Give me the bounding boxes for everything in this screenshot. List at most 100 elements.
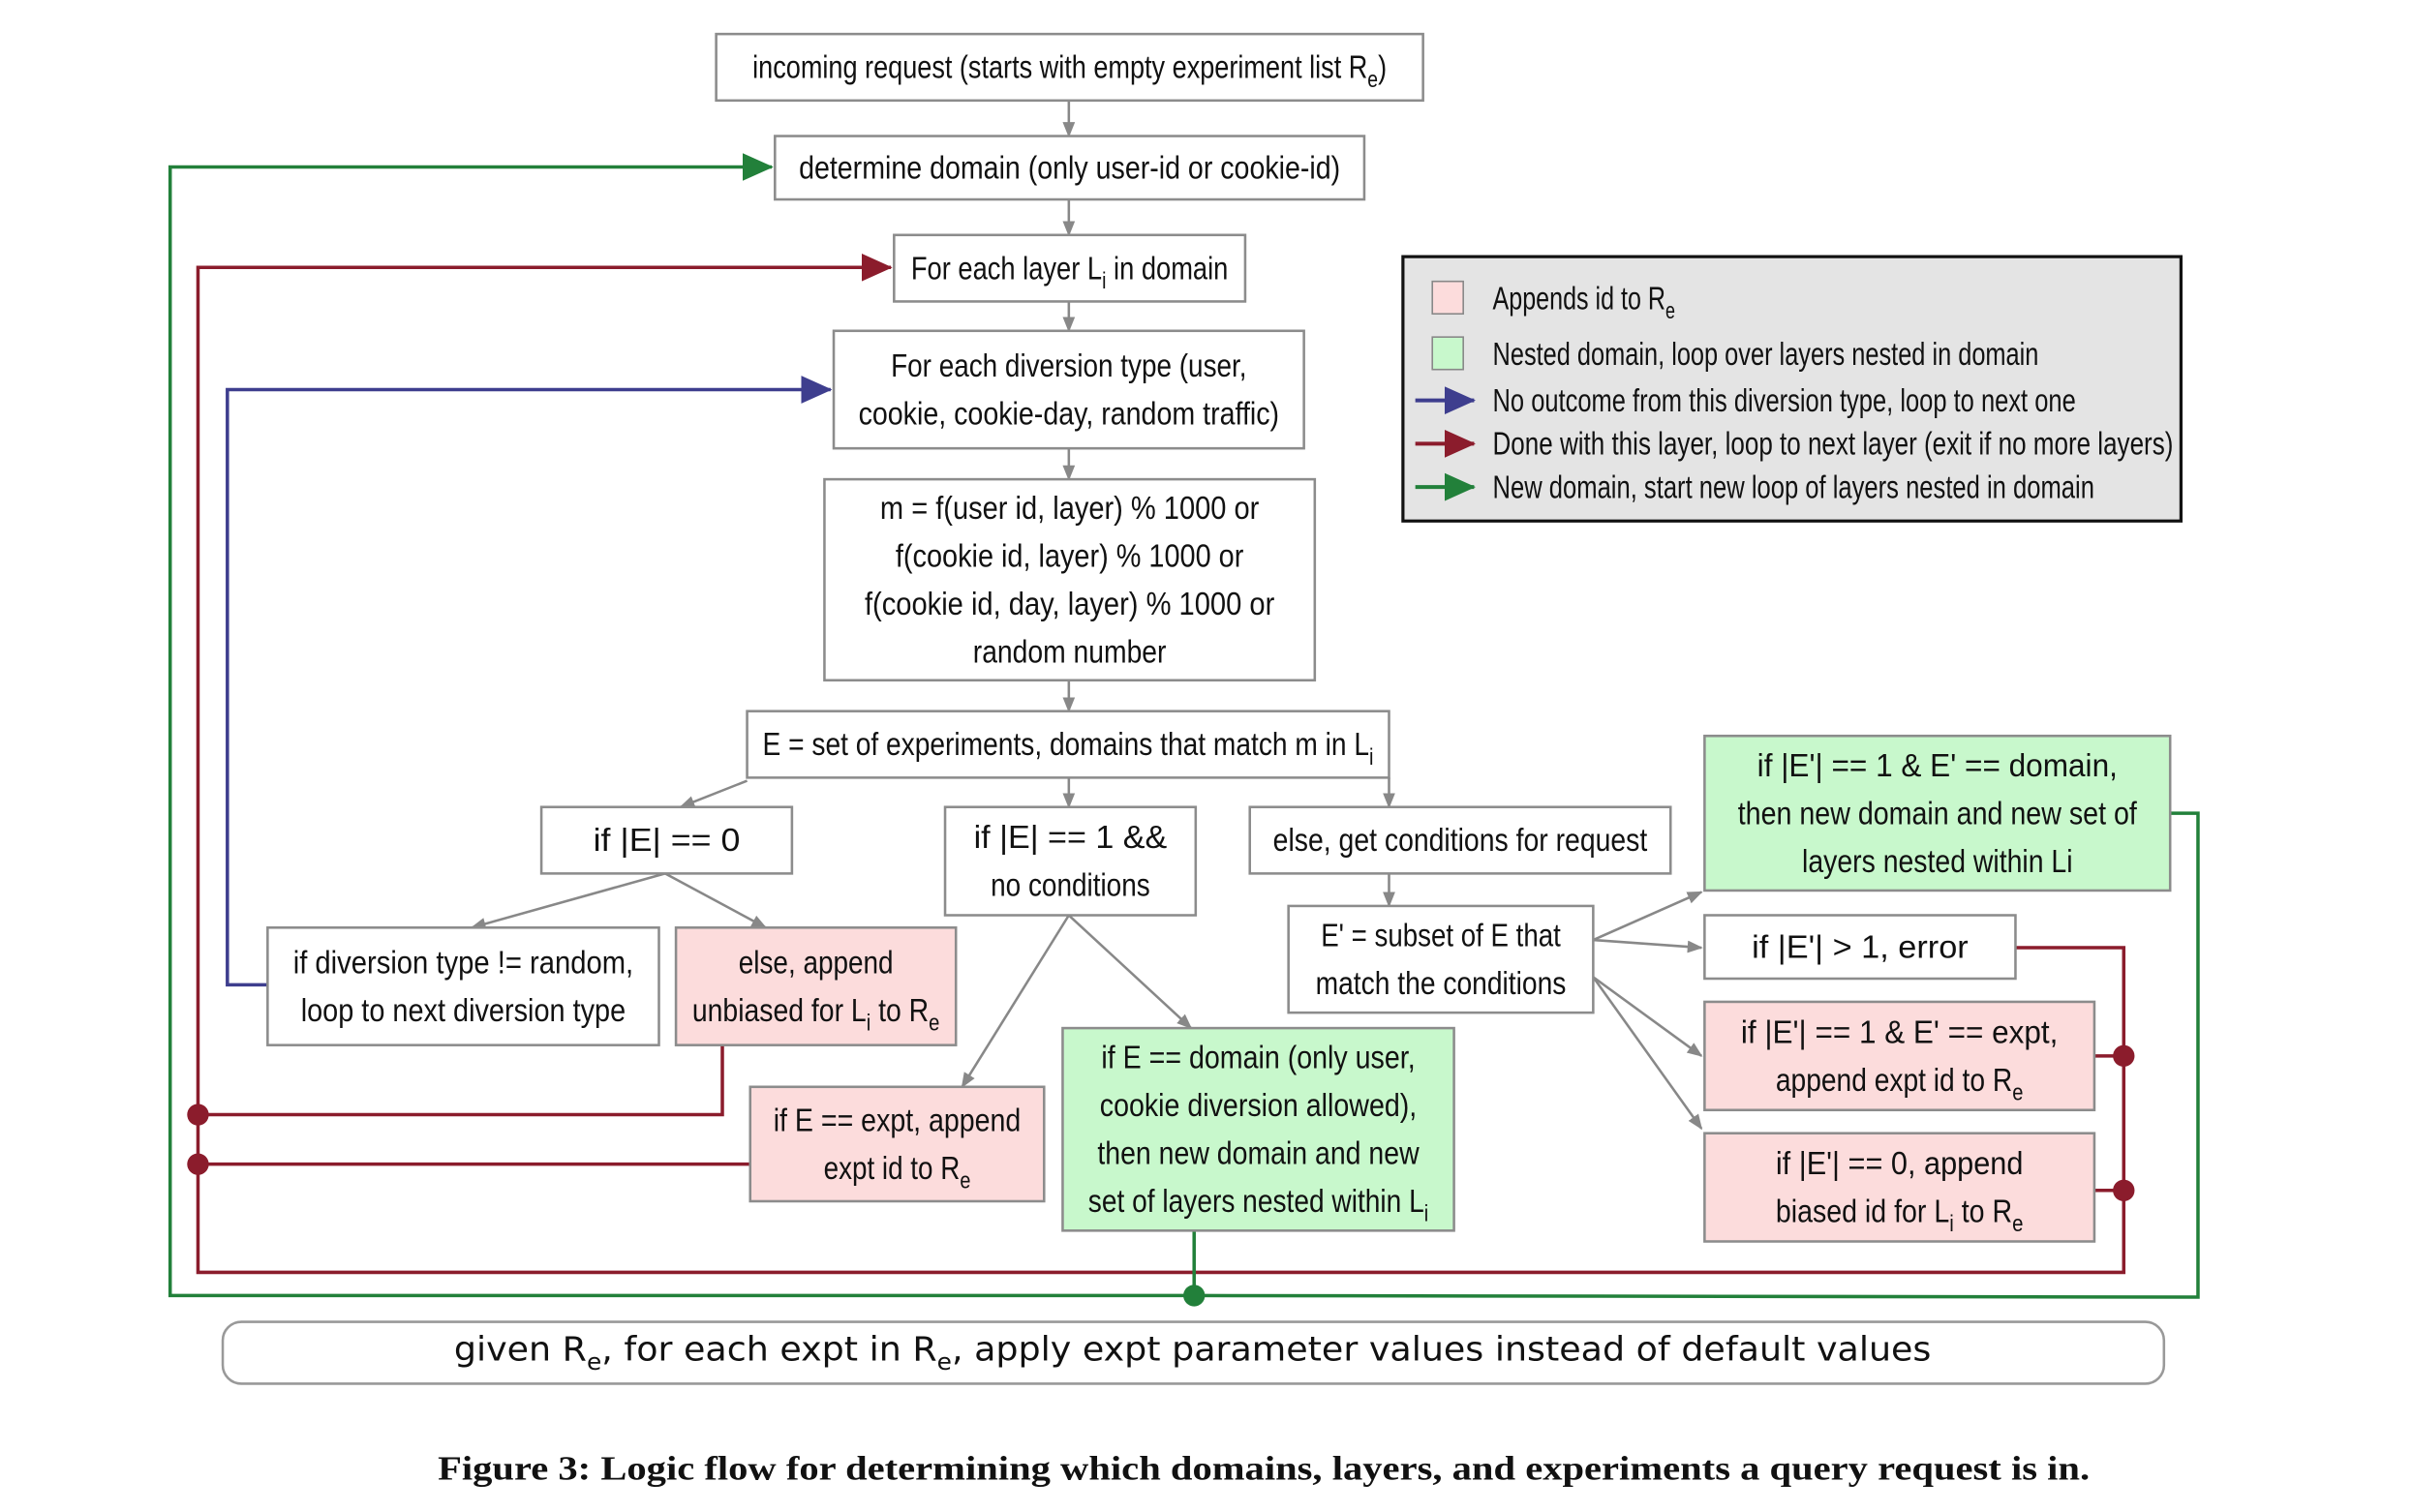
text-segment: cookie diversion allowed),: [1100, 1088, 1417, 1124]
box-econd: else, get conditions for request: [1248, 805, 1672, 875]
legend-item: No outcome from this diversion type, loo…: [1415, 383, 2076, 419]
text-segment: loop to next diversion type: [301, 993, 626, 1029]
text-segment: New domain, start new loop of layers nes…: [1493, 469, 2094, 505]
text-line: Appends id to Re: [1493, 281, 1675, 324]
red-loop-line: [198, 1044, 724, 1117]
text-line: determine domain (only user-id or cookie…: [799, 150, 1340, 186]
text-segment: expt id to R: [824, 1151, 961, 1187]
text-segment: if diversion type != random,: [293, 945, 633, 981]
figure-caption: Figure 3: Logic flow for determining whi…: [438, 1449, 2090, 1487]
text-segment: if |E'| > 1, error: [1752, 929, 1969, 965]
box-esub: E' = subset of E that match the condition…: [1287, 904, 1595, 1014]
box-shape: [893, 233, 1247, 303]
text-segment: else, append: [739, 945, 894, 981]
subscript: e: [1367, 67, 1378, 93]
text-line: f(cookie id, day, layer) % 1000 or: [865, 587, 1274, 622]
text-line: For each diversion type (user,: [891, 348, 1246, 384]
text-segment: if |E| == 1 &&: [974, 820, 1168, 856]
text-segment: Done with this layer, loop to next layer…: [1493, 427, 2174, 463]
text-segment: then new domain and new: [1097, 1136, 1420, 1172]
box-e1: if |E| == 1 && no conditions: [943, 805, 1198, 917]
text-line: loop to next diversion type: [301, 993, 626, 1029]
text-line: unbiased for Li to Re: [692, 993, 940, 1037]
text-segment: to R: [1954, 1194, 2012, 1230]
text-line: then new domain and new set of: [1738, 796, 2138, 832]
legend-frame: [1401, 255, 2183, 523]
text-line: then new domain and new: [1097, 1136, 1420, 1172]
subscript: i: [1102, 268, 1106, 294]
junction-dot: [187, 1153, 209, 1175]
text-segment: incoming request (starts with empty expe…: [752, 50, 1367, 86]
box-e0: if |E| == 0: [539, 805, 794, 875]
text-line: cookie, cookie-day, random traffic): [859, 396, 1280, 432]
text-line: New domain, start new loop of layers nes…: [1493, 469, 2094, 505]
text-segment: Nested domain, loop over layers nested i…: [1493, 337, 2039, 373]
text-line: No outcome from this diversion type, loo…: [1493, 383, 2076, 419]
text-segment: Appends id to R: [1493, 281, 1666, 317]
text-segment: unbiased for L: [692, 993, 867, 1029]
text-segment: if |E| == 0: [594, 823, 741, 859]
text-segment: if |E'| == 1 & E' == expt,: [1741, 1014, 2058, 1050]
text-line: random number: [973, 634, 1167, 670]
text-line: f(cookie id, layer) % 1000 or: [896, 538, 1243, 574]
box-shape: [1248, 805, 1672, 875]
junction-dot: [2113, 1044, 2135, 1068]
box-shape: [1061, 1026, 1455, 1232]
text-segment: if E == domain (only user,: [1101, 1041, 1415, 1076]
box-shape: [715, 32, 1424, 103]
text-segment: For each diversion type (user,: [891, 348, 1246, 384]
text-segment: No outcome from this diversion type, loo…: [1493, 383, 2076, 419]
text-segment: ): [1378, 50, 1387, 86]
box-shape: [1287, 904, 1595, 1014]
box-shape: [943, 805, 1198, 917]
green-square-icon: [1431, 336, 1464, 371]
box-shape: [748, 1085, 1046, 1203]
legend-item: Nested domain, loop over layers nested i…: [1431, 336, 2039, 373]
text-line: if diversion type != random,: [293, 945, 633, 981]
flow-arrow: [664, 872, 768, 929]
flow-arrow: [1067, 914, 1193, 1030]
text-segment: else, get conditions for request: [1273, 823, 1648, 859]
final-step-box: [221, 1320, 2166, 1385]
subscript: i: [1369, 744, 1373, 771]
flow-arrow: [679, 779, 748, 808]
junction-dot: [2113, 1179, 2135, 1201]
box-eperror: if |E'| > 1, error: [1703, 914, 2017, 981]
text-segment: m = f(user id, layer) % 1000 or: [880, 491, 1259, 527]
text-segment: match the conditions: [1316, 966, 1567, 1002]
text-line: else, get conditions for request: [1273, 823, 1648, 859]
legend-item: New domain, start new loop of layers nes…: [1415, 469, 2094, 505]
text-line: if |E'| == 0, append: [1776, 1146, 2024, 1182]
text-line: no conditions: [991, 868, 1150, 904]
pink-square-icon: [1431, 280, 1464, 316]
text-segment: f(cookie id, day, layer) % 1000 or: [865, 587, 1274, 622]
box-epexpt: if |E'| == 1 & E' == expt,append expt id…: [1703, 1000, 2096, 1112]
text-segment: to R: [871, 993, 929, 1029]
text-segment: no conditions: [991, 868, 1150, 904]
junction-dot: [187, 1104, 209, 1126]
subscript: e: [587, 1348, 601, 1376]
text-segment: biased id for L: [1776, 1194, 1949, 1230]
text-segment: then new domain and new set of: [1738, 796, 2138, 832]
subscript: e: [2012, 1211, 2023, 1237]
box-domain: determine domain (only user-id or cookie…: [774, 135, 1366, 201]
text-segment: if |E'| == 0, append: [1776, 1146, 2024, 1182]
text-line: biased id for Li to Re: [1776, 1194, 2024, 1238]
text-segment: cookie, cookie-day, random traffic): [859, 396, 1280, 432]
box-shape: [1703, 734, 2172, 892]
box-epdomain: if |E'| == 1 & E' == domain,then new dom…: [1703, 734, 2172, 892]
subscript: i: [867, 1010, 871, 1036]
box-shape: [674, 926, 958, 1046]
flow-arrow: [1592, 891, 1703, 942]
legend-item: Appends id to Re: [1431, 280, 1675, 324]
text-segment: random number: [973, 634, 1167, 670]
text-line: expt id to Re: [824, 1151, 971, 1194]
text-line: E' = subset of E that: [1321, 918, 1561, 953]
text-segment: , for each expt in R: [601, 1329, 936, 1369]
box-shape: [1703, 1000, 2096, 1112]
box-ep0: if |E'| == 0, append biased id for Li to …: [1703, 1132, 2096, 1243]
legend: Appends id to Re Nested domain, loop over…: [1401, 255, 2183, 523]
